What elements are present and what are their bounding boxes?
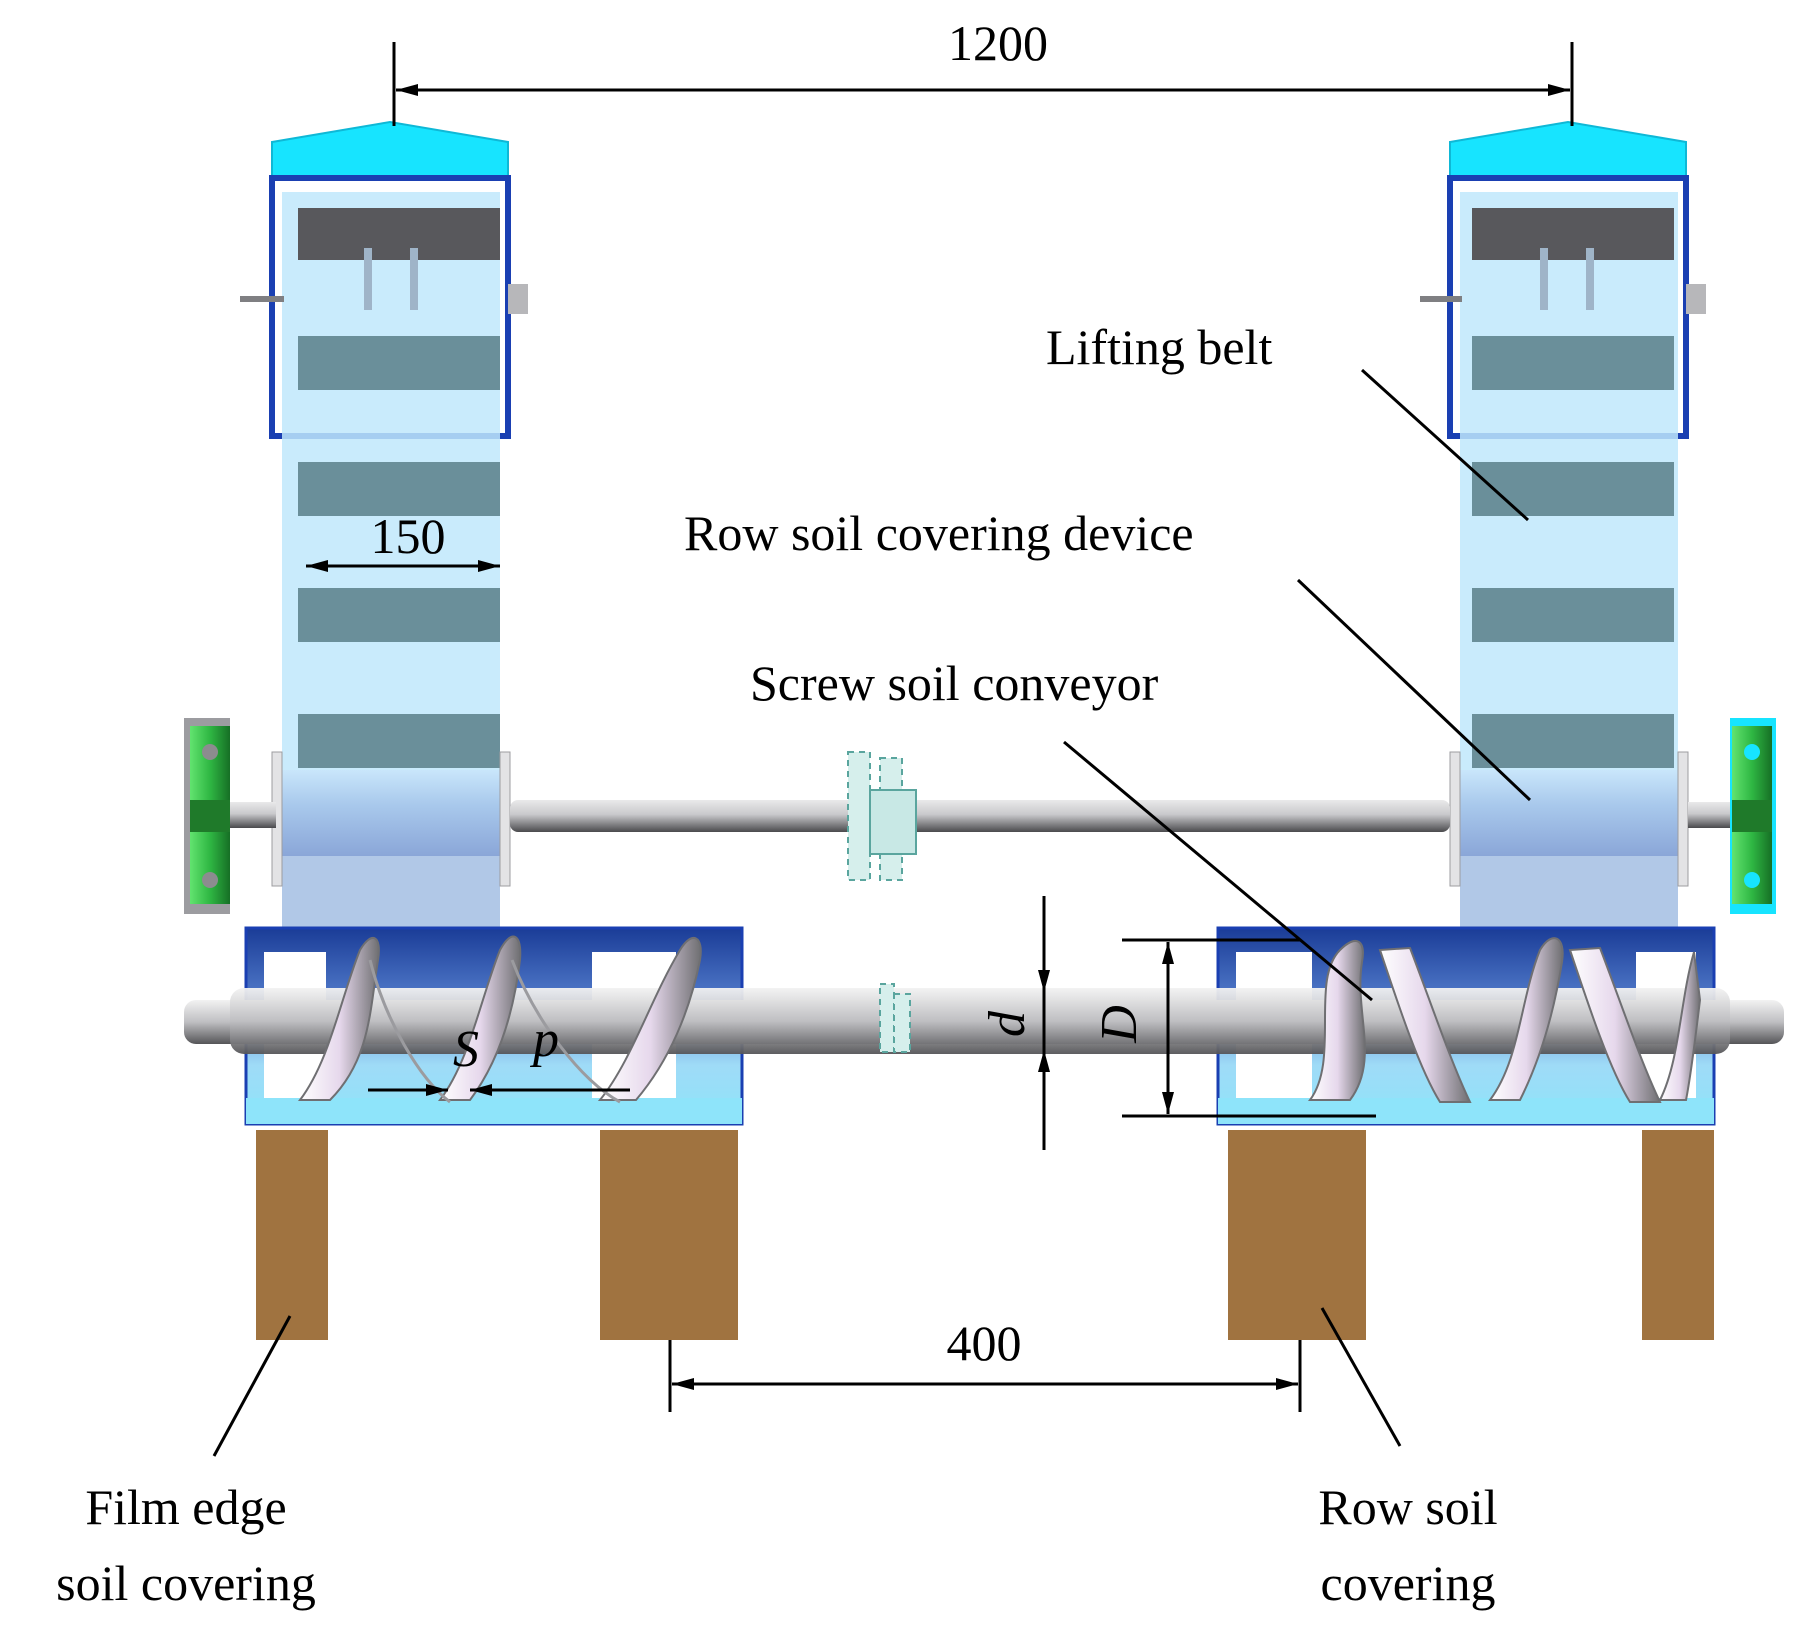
left-slat-2 (298, 462, 500, 516)
label-film-edge-line1: Film edge (85, 1479, 286, 1535)
dimension-s-p: S p (368, 1011, 630, 1096)
left-slat-3 (298, 588, 500, 642)
right-top-cap (1449, 120, 1687, 181)
right-top-block (1472, 208, 1674, 260)
dimension-label-1200: 1200 (948, 15, 1048, 71)
label-film-edge-line2: soil covering (56, 1555, 316, 1611)
label-lifting-belt: Lifting belt (1046, 319, 1272, 375)
dimension-D: D (1091, 938, 1376, 1118)
symbol-d: d (979, 1010, 1036, 1037)
dimension-label-400: 400 (947, 1315, 1022, 1371)
right-slat-3 (1472, 588, 1674, 642)
left-roller (282, 770, 500, 856)
soil-column-row-right (1228, 1130, 1366, 1340)
leader-row-soil-device (1296, 578, 1532, 802)
soil-column-row-left (600, 1130, 738, 1340)
symbol-D: D (1091, 1005, 1148, 1044)
right-lifting-belt-assembly (1420, 120, 1706, 932)
left-slat-4 (298, 714, 500, 768)
left-slat-1 (298, 336, 500, 390)
left-bearing (184, 718, 230, 914)
dimension-d: d (979, 896, 1050, 1150)
dimension-1200: 1200 (392, 15, 1574, 126)
dimension-label-150: 150 (371, 508, 446, 564)
right-slat-4 (1472, 714, 1674, 768)
dimension-400: 400 (668, 1315, 1302, 1412)
right-bearing (1730, 718, 1776, 914)
left-top-cap (271, 120, 509, 181)
left-top-block (298, 208, 500, 260)
symbol-p: p (529, 1011, 559, 1068)
leader-lifting-belt (1360, 368, 1530, 522)
right-slat-2 (1472, 462, 1674, 516)
right-slat-1 (1472, 336, 1674, 390)
upper-drive-shaft (228, 751, 1736, 881)
leader-row-soil (1320, 1307, 1402, 1447)
leader-screw-conveyor (1063, 740, 1373, 1002)
label-row-soil-covering-device: Row soil covering device (684, 505, 1194, 561)
label-row-soil-line1: Row soil (1318, 1479, 1497, 1535)
upper-coupling (847, 751, 917, 881)
leader-film-edge (212, 1315, 292, 1457)
right-roller (1460, 770, 1678, 856)
symbol-s: S (453, 1021, 479, 1078)
dimension-150: 150 (306, 508, 500, 572)
label-screw-soil-conveyor: Screw soil conveyor (750, 655, 1159, 711)
soil-column-film-edge-right (1642, 1130, 1714, 1340)
label-row-soil-line2: covering (1321, 1555, 1496, 1611)
soil-column-film-edge-left (256, 1130, 328, 1340)
right-screw-blades (1308, 937, 1702, 1103)
lower-coupling (879, 983, 911, 1053)
